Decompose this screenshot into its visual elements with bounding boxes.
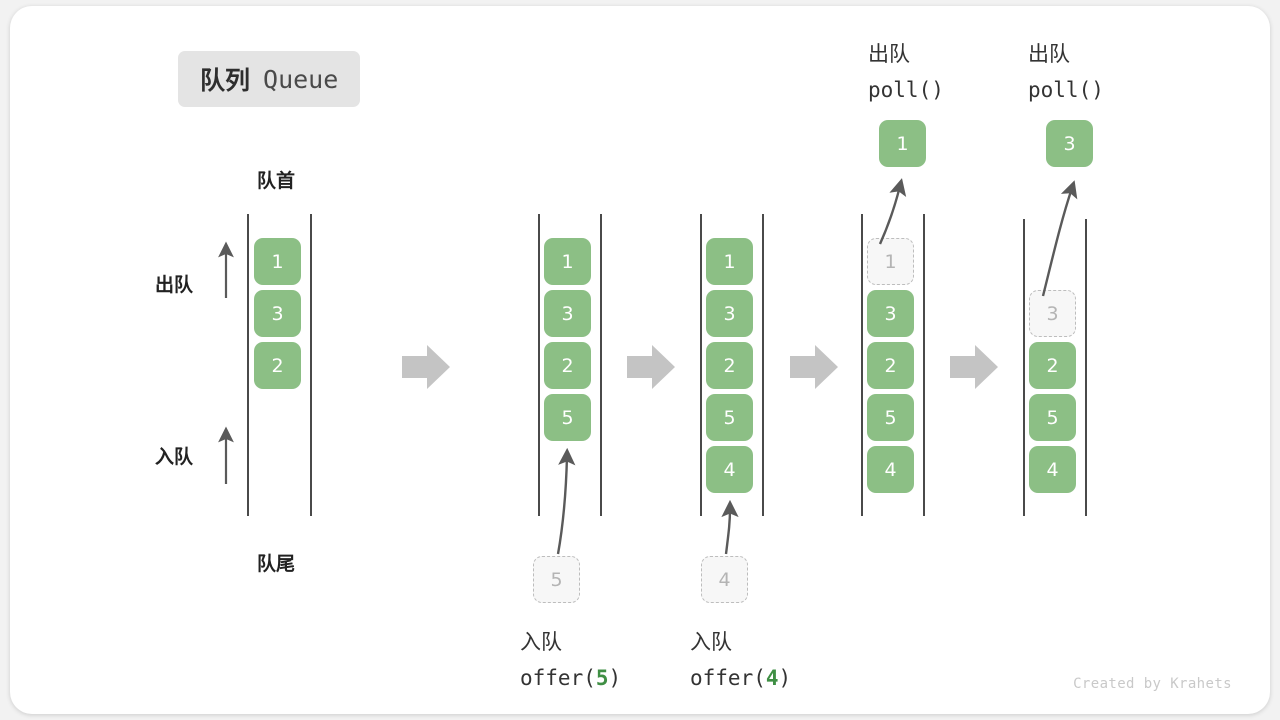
title-chinese: 队列 [200, 66, 251, 95]
queue-rail-right-5 [1085, 219, 1087, 516]
caption-call: offer( [690, 666, 766, 690]
step-arrow-1 [402, 345, 450, 389]
queue-element: 5 [867, 394, 914, 441]
queue-element: 2 [544, 342, 591, 389]
queue-element: 3 [544, 290, 591, 337]
caption-arg: 5 [595, 666, 609, 690]
caption-close: ) [778, 666, 792, 690]
header-cn: 出队 [1028, 42, 1070, 66]
queue-element: 1 [706, 238, 753, 285]
header-call: poll() [1028, 78, 1104, 102]
enqueue-arrow-4 [721, 499, 739, 555]
popped-element: 1 [879, 120, 926, 167]
queue-element: 2 [706, 342, 753, 389]
queue-element-new: 5 [544, 394, 591, 441]
queue-element: 4 [1029, 446, 1076, 493]
caption-close: ) [608, 666, 622, 690]
queue-rail-left-4 [861, 214, 863, 516]
queue-element: 1 [254, 238, 301, 285]
dequeue-arrow-3 [1041, 180, 1078, 297]
queue-rail-right-1 [310, 214, 312, 516]
queue-element-new: 4 [706, 446, 753, 493]
queue-element-removed: 3 [1029, 290, 1076, 337]
queue-rail-right-3 [762, 214, 764, 516]
queue-rail-left-3 [700, 214, 702, 516]
step-arrow-3 [790, 345, 838, 389]
header-cn: 出队 [868, 42, 910, 66]
caption-cn: 入队 [520, 630, 562, 654]
queue-rail-right-2 [600, 214, 602, 516]
queue-rail-left-2 [538, 214, 540, 516]
credit-text: Created by Krahets [1073, 676, 1232, 692]
queue-rail-left-5 [1023, 219, 1025, 516]
queue-rail-left-1 [247, 214, 249, 516]
dequeue-arrow-1 [878, 178, 907, 245]
queue-element: 1 [544, 238, 591, 285]
back-label: 队尾 [256, 553, 295, 575]
queue-element: 3 [254, 290, 301, 337]
queue-element: 2 [254, 342, 301, 389]
front-label: 队首 [256, 170, 295, 192]
header-poll-3: 出队 poll() [1028, 36, 1104, 108]
queue-rail-right-4 [923, 214, 925, 516]
step-arrow-4 [950, 345, 998, 389]
queue-element: 3 [706, 290, 753, 337]
caption-arg: 4 [765, 666, 779, 690]
enqueue-side-label: 入队 [155, 446, 194, 468]
incoming-element-ghost: 4 [701, 556, 748, 603]
caption-offer-4: 入队 offer(4) [690, 624, 791, 696]
arrow-overlay [218, 178, 1078, 555]
queue-element: 5 [1029, 394, 1076, 441]
incoming-element-ghost: 5 [533, 556, 580, 603]
caption-cn: 入队 [690, 630, 732, 654]
queue-element: 5 [706, 394, 753, 441]
queue-element: 3 [867, 290, 914, 337]
caption-call: offer( [520, 666, 596, 690]
title-english: Queue [263, 64, 339, 94]
queue-element: 4 [867, 446, 914, 493]
header-call: poll() [868, 78, 944, 102]
diagram-card: 队列 Queue 队首 队尾 出队 入队 1 3 2 1 3 2 5 5 入队 o… [10, 6, 1270, 714]
enqueue-arrow-5 [556, 447, 576, 555]
title-badge: 队列 Queue [178, 51, 361, 107]
step-arrow-2 [627, 345, 675, 389]
popped-element: 3 [1046, 120, 1093, 167]
caption-offer-5: 入队 offer(5) [520, 624, 621, 696]
dequeue-side-label: 出队 [155, 274, 194, 296]
queue-element-removed: 1 [867, 238, 914, 285]
queue-element: 2 [867, 342, 914, 389]
header-poll-1: 出队 poll() [868, 36, 944, 108]
queue-element: 2 [1029, 342, 1076, 389]
